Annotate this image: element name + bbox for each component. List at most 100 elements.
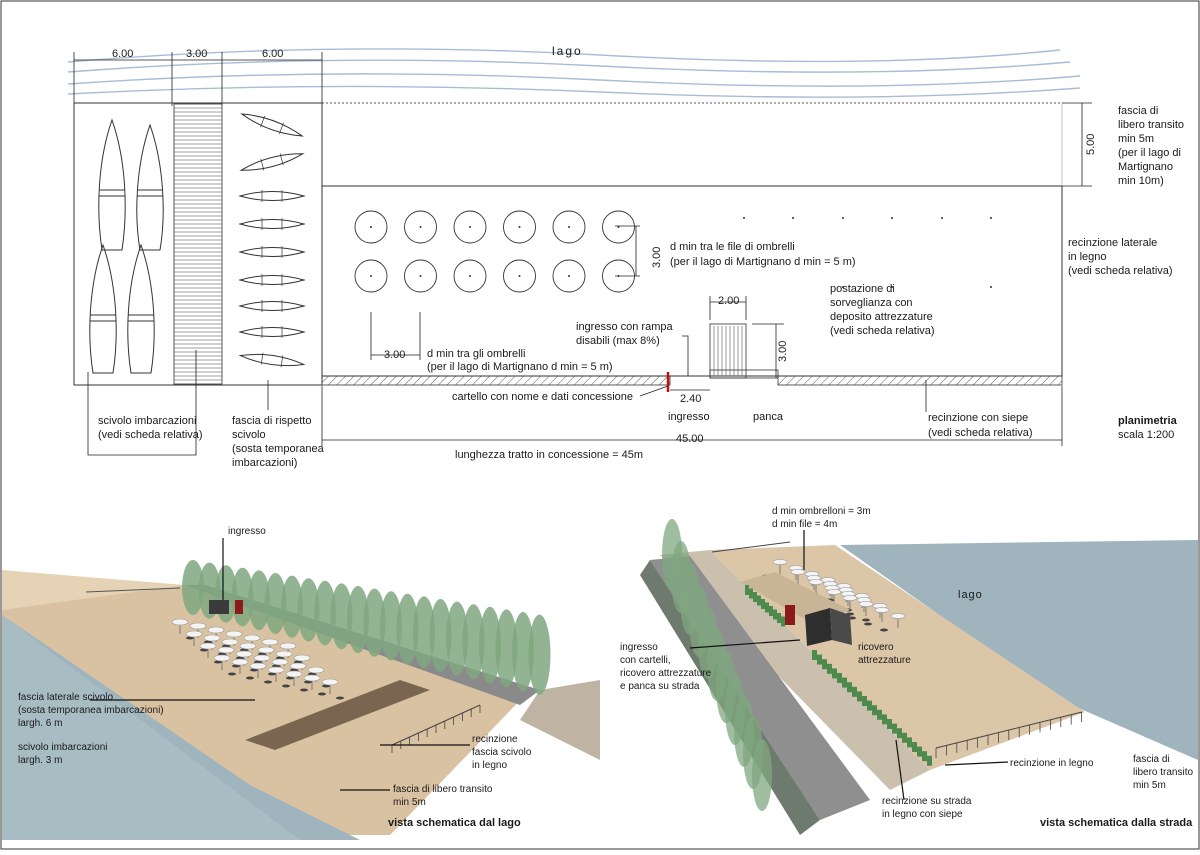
buffer-note: fascia di rispetto scivolo (sosta tempor…	[232, 415, 325, 469]
tree	[462, 604, 485, 680]
tree	[363, 588, 386, 657]
svg-text:fascia di rispetto: fascia di rispetto	[232, 415, 311, 427]
svg-text:d min ombrelloni = 3m: d min ombrelloni = 3m	[772, 506, 871, 517]
svg-text:in legno con siepe: in legno con siepe	[882, 809, 963, 820]
note-transito-road: fascia di libero transito min 5m	[1133, 754, 1193, 791]
umbrella	[404, 259, 437, 293]
umbrella	[354, 259, 388, 293]
dim-total-length: 45.00	[676, 433, 704, 445]
svg-text:fascia di libero transito: fascia di libero transito	[393, 784, 493, 795]
svg-text:recinzione con siepe: recinzione con siepe	[928, 412, 1028, 424]
svg-text:planimetria: planimetria	[1118, 415, 1178, 427]
svg-text:in legno: in legno	[472, 760, 507, 771]
svg-text:largh. 6 m: largh. 6 m	[18, 718, 62, 729]
label-ingresso-lake: ingresso	[228, 526, 266, 537]
rows-note-1: d min tra le file di ombrelli	[670, 241, 795, 253]
tree	[429, 599, 452, 672]
bench	[709, 369, 779, 379]
slip-note: scivolo imbarcazioni (vedi scheda relati…	[98, 415, 203, 441]
sign-note: cartello con nome e dati concessione	[452, 391, 633, 403]
dim-row-spacing: 3.00	[651, 247, 663, 268]
svg-text:in legno: in legno	[1068, 251, 1107, 263]
tree	[413, 596, 435, 669]
umbrella	[354, 210, 388, 244]
dim-ramp-width: 3.00	[186, 48, 207, 60]
dim-station-width: 2.00	[718, 295, 739, 307]
cols-note-2: (per il lago di Martignano d min = 5 m)	[427, 361, 613, 373]
svg-text:(vedi scheda relativa): (vedi scheda relativa)	[98, 429, 203, 441]
svg-text:libero transito: libero transito	[1133, 767, 1193, 778]
svg-text:attrezzature: attrezzature	[858, 655, 911, 666]
label-lago-road: lago	[958, 589, 983, 601]
svg-text:imbarcazioni): imbarcazioni)	[232, 457, 297, 469]
cols-note-1: d min tra gli ombrelli	[427, 348, 525, 360]
svg-text:ricovero attrezzature: ricovero attrezzature	[620, 668, 712, 679]
tree	[495, 609, 518, 688]
umbrella	[602, 210, 635, 244]
tree-row	[182, 560, 551, 695]
view-from-lake: ingresso fascia laterale scivolo (sosta …	[2, 526, 600, 840]
umbrella	[552, 259, 586, 293]
note-scivolo: scivolo imbarcazioni largh. 3 m	[18, 742, 107, 766]
umbrella	[503, 210, 536, 244]
note-transito-lake: fascia di libero transito min 5m	[393, 784, 493, 808]
wooden-fence	[711, 541, 1083, 758]
ramp-note: ingresso con rampa disabili (max 8%)	[576, 321, 673, 347]
boat-slip	[245, 680, 430, 750]
entry-sign	[235, 600, 243, 614]
tree	[347, 586, 369, 653]
svg-text:libero transito: libero transito	[1118, 119, 1184, 131]
hedge-fence-right	[777, 375, 1063, 386]
parked-boats	[89, 118, 164, 374]
dim-col-spacing: 3.00	[384, 349, 405, 361]
bench-label: panca	[753, 411, 784, 423]
svg-text:scivolo imbarcazioni: scivolo imbarcazioni	[98, 415, 196, 427]
umbrella	[404, 210, 437, 244]
view-from-road: d min ombrelloni = 3m d min file = 4m la…	[620, 506, 1198, 835]
tree	[182, 560, 204, 615]
svg-text:min 5m: min 5m	[393, 797, 426, 808]
svg-text:scivolo imbarcazioni: scivolo imbarcazioni	[18, 742, 107, 753]
svg-text:ingresso: ingresso	[620, 642, 658, 653]
tree	[396, 593, 419, 665]
svg-text:min 5m: min 5m	[1133, 780, 1166, 791]
tree	[281, 575, 303, 638]
umbrella-cluster-road	[762, 559, 906, 632]
tree	[752, 739, 772, 811]
svg-text:postazione di: postazione di	[830, 283, 895, 295]
svg-text:ingresso con rampa: ingresso con rampa	[576, 321, 673, 333]
canoe	[238, 352, 306, 368]
dim-station-height: 3.00	[777, 341, 789, 362]
entry-label: ingresso	[668, 411, 710, 423]
tree	[380, 591, 402, 661]
tree	[446, 601, 468, 676]
tree	[264, 573, 287, 634]
length-note: lunghezza tratto in concessione = 45m	[455, 449, 643, 461]
note-recinzione-lake: recinzione fascia scivolo in legno	[472, 734, 532, 771]
note-recinzione-strada: recinzione su strada in legno con siepe	[882, 796, 972, 820]
svg-text:disabili (max 8%): disabili (max 8%)	[576, 335, 660, 347]
site-plan: lago 6.00 3.00 6.00	[67, 44, 1184, 469]
beach-area	[321, 185, 1063, 377]
canoe	[238, 246, 306, 258]
svg-text:min 5m: min 5m	[1118, 133, 1154, 145]
canoe	[240, 113, 304, 137]
entry-sign-road	[785, 605, 795, 625]
road-hedge	[745, 585, 932, 766]
umbrella	[453, 259, 487, 293]
dim-transit: 5.00	[1085, 134, 1097, 155]
lake-water-right	[840, 540, 1198, 760]
svg-text:sorveglianza con: sorveglianza con	[830, 297, 913, 309]
tree	[314, 580, 336, 646]
svg-text:(vedi scheda relativa): (vedi scheda relativa)	[1068, 265, 1173, 277]
svg-text:recinzione: recinzione	[472, 734, 518, 745]
umbrella-grid	[354, 210, 635, 293]
tree	[330, 583, 353, 650]
dim-buffer-width: 6.00	[262, 48, 283, 60]
tree	[528, 614, 551, 695]
label-recinzione-legno: recinzione in legno	[1010, 758, 1094, 769]
canoe	[239, 153, 305, 171]
title-view-road: vista schematica dalla strada	[1040, 817, 1193, 829]
storage-hut	[209, 600, 229, 614]
